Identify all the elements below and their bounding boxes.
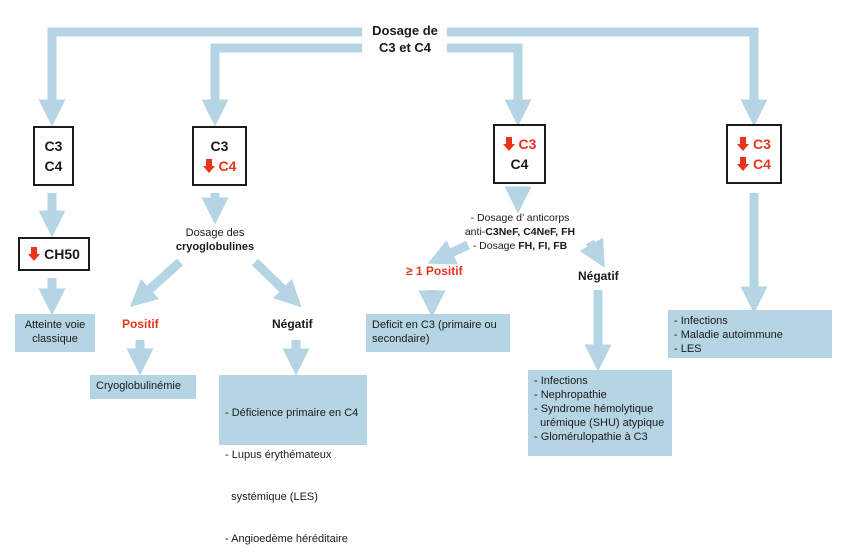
arrow-to-col1 [38, 27, 362, 127]
diagram-title: Dosage de C3 et C4 [372, 23, 438, 55]
decrease-arrow-icon [502, 137, 515, 151]
box-col1-c3-c4: C3 C4 [33, 126, 74, 186]
label-negatif: Négatif [272, 317, 313, 331]
arrow-col2-negatif [251, 258, 302, 308]
result-atteinte-voie-classique: Atteinte voie classique [15, 314, 95, 352]
decrease-arrow-icon [737, 157, 750, 171]
result-negatif-col3: - Infections - Nephropathie - Syndrome h… [528, 370, 672, 456]
result-cryoglobulinemie: Cryoglobulinémie [90, 375, 196, 399]
box-col2-c3-c4: C3 C4 [192, 126, 247, 186]
box-col3-c3-c4: C3 C4 [493, 124, 546, 184]
result-col4: - Infections - Maladie autoimmune - LES [668, 310, 832, 358]
decrease-arrow-icon [737, 137, 750, 151]
arrow-to-col4 [447, 27, 768, 127]
label-positif: Positif [122, 317, 159, 331]
result-negatif-col2: - Déficience primaire en C4 - Lupus éryt… [219, 375, 367, 545]
connector-arrows [38, 27, 768, 376]
arrow-col3-negatif [579, 237, 605, 268]
dosage-cryoglobulines: Dosage des cryoglobulines [175, 227, 255, 253]
label-negatif-col3: Négatif [578, 269, 619, 283]
box-ch50: CH50 [18, 237, 90, 271]
label-positif-col3: ≥ 1 Positif [406, 264, 463, 278]
arrow-col2-positif [129, 258, 184, 308]
result-deficit-c3: Deficit en C3 (primaire ou secondaire) [366, 314, 510, 352]
decrease-arrow-icon [28, 247, 41, 261]
arrow-col3-positif [427, 240, 470, 265]
box-col4-c3-c4: C3 C4 [726, 124, 782, 184]
decrease-arrow-icon [202, 159, 215, 173]
arrow-to-col3 [447, 43, 532, 127]
arrow-to-col2 [201, 43, 362, 127]
dosage-anticorps: - Dosage d’ anticorps anti-C3NeF, C4NeF,… [464, 212, 576, 252]
